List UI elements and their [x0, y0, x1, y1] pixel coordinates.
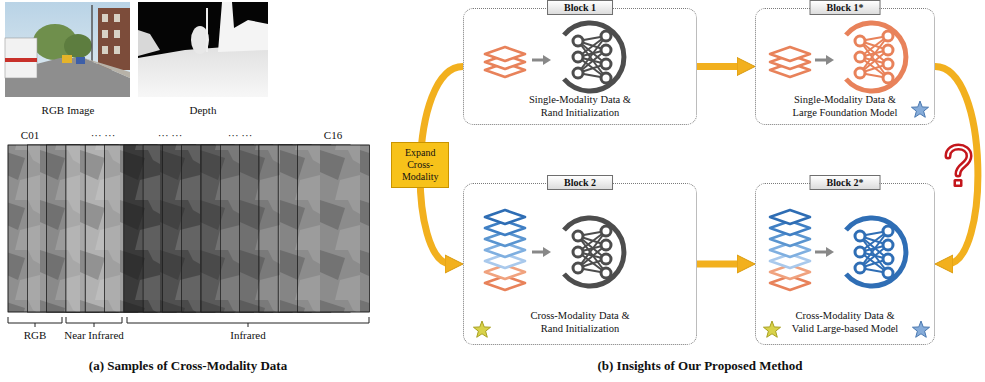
rgb-photo: [5, 2, 130, 97]
group-bracket: [8, 317, 369, 327]
modality-frames: [8, 145, 370, 312]
image-label: C01: [21, 129, 39, 142]
image-label: C16: [324, 129, 342, 142]
block-description: Cross-Modality Data & Rand Initializatio…: [524, 309, 636, 335]
block-panel: Block 2Cross-Modality Data & Rand Initia…: [463, 183, 697, 345]
edge-note: Expand Cross-Modality: [391, 142, 449, 188]
flow-arrow: [697, 63, 743, 70]
block-description: Single-Modality Data & Rand Initializati…: [524, 93, 636, 119]
image-label: RGB: [24, 329, 47, 342]
block-tab: Block 2: [547, 175, 613, 190]
question-icon: [948, 147, 969, 187]
flow-arrow: [935, 67, 978, 265]
image-label: Depth: [190, 104, 217, 117]
figure-caption: (a) Samples of Cross-Modality Data: [89, 358, 287, 374]
block-icons: [473, 23, 929, 337]
depth-map: [138, 2, 268, 97]
image-label: Infrared: [230, 329, 265, 342]
block-panel: Block 1*Single-Modality Data & Large Fou…: [755, 8, 935, 125]
image-label: ··· ···: [158, 129, 183, 142]
block-tab: Block 2*: [810, 175, 881, 190]
figure-caption: (b) Insights of Our Proposed Method: [597, 358, 802, 374]
image-label: ··· ···: [91, 129, 116, 142]
block-tab: Block 1*: [810, 0, 881, 15]
image-label: Near Infrared: [64, 329, 124, 342]
block-panel: Block 1Single-Modality Data & Rand Initi…: [463, 8, 697, 125]
image-label: ··· ···: [228, 129, 253, 142]
block-description: Cross-Modality Data & Valid Large-based …: [786, 309, 904, 335]
block-description: Single-Modality Data & Large Foundation …: [786, 93, 904, 119]
image-label: RGB Image: [42, 104, 95, 117]
block-panel: Block 2*Cross-Modality Data & Valid Larg…: [755, 183, 935, 345]
block-tab: Block 1: [547, 0, 613, 15]
flow-arrow: [697, 261, 743, 268]
